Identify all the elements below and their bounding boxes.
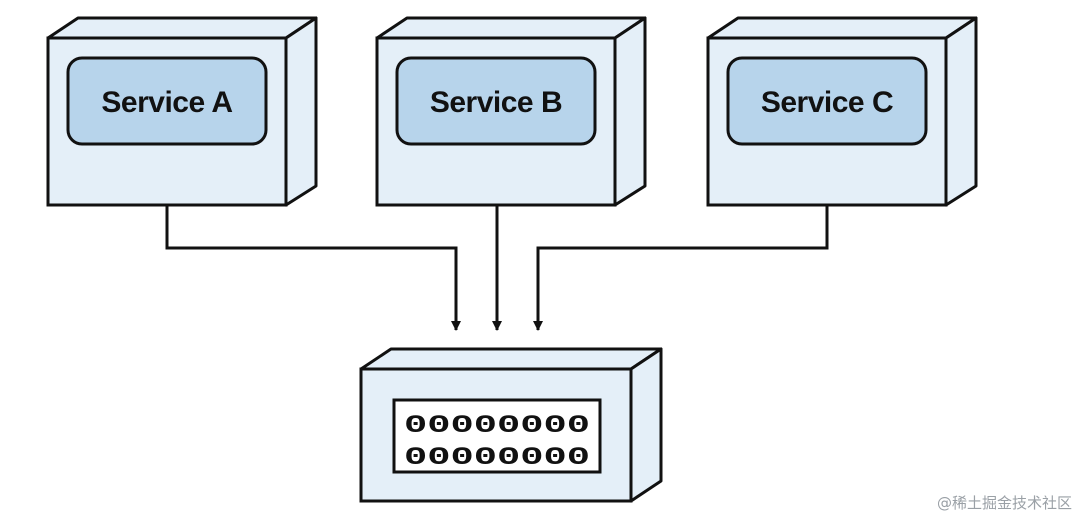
service-c-box: Service C xyxy=(706,16,978,207)
connector-a-to-storage xyxy=(165,205,461,331)
service-a-box: Service A xyxy=(46,16,318,207)
watermark-text: @稀土掘金技术社区 xyxy=(936,494,1072,512)
storage-box: 00000000 00000000 xyxy=(359,347,663,503)
service-c-label-panel xyxy=(726,56,928,146)
service-b-box: Service B xyxy=(375,16,647,207)
service-a-label: Service A xyxy=(101,86,232,119)
storage-slots-row-1: 00000000 xyxy=(404,411,590,440)
service-b-label: Service B xyxy=(430,86,562,119)
storage-slots-row-2: 00000000 xyxy=(404,443,590,472)
service-b-label-panel xyxy=(395,56,597,146)
service-a-label-panel xyxy=(66,56,268,146)
storage-slots-panel xyxy=(392,398,602,474)
connector-c-to-storage xyxy=(533,205,829,331)
service-c-label: Service C xyxy=(761,86,893,119)
